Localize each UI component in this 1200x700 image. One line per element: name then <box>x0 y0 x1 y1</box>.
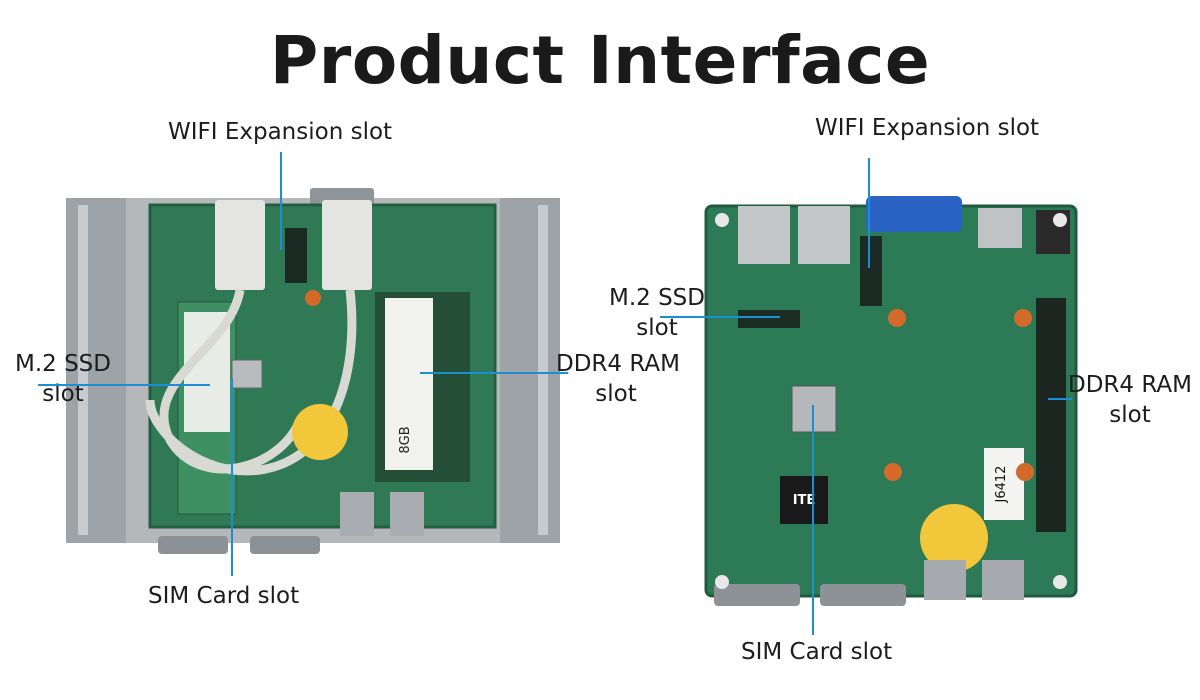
page-title: Product Interface <box>269 22 931 99</box>
right-m2-label-line2: slot <box>636 315 678 341</box>
right-vga-port <box>866 196 962 232</box>
left-ddr4-pointer <box>420 372 568 374</box>
right-sim-slot <box>791 385 837 433</box>
left-wifi-pointer <box>280 152 282 250</box>
right-sim-callout: SIM Card slot <box>741 639 893 665</box>
left-ram-label: 8GB <box>398 426 413 453</box>
right-ddr4-label-line2: slot <box>1109 402 1151 428</box>
right-sticker-label: J6412 <box>994 466 1009 504</box>
left-sim-pointer <box>231 378 233 576</box>
left-ddr4-callout: DDR4 RAM slot <box>556 349 680 409</box>
right-ddr4-label-line1: DDR4 RAM <box>1068 372 1192 398</box>
right-wifi-callout: WIFI Expansion slot <box>815 115 1040 141</box>
left-ddr4-label-line2: slot <box>595 381 637 407</box>
left-sim-slot <box>231 359 263 389</box>
left-ddr4-label-line1: DDR4 RAM <box>556 351 680 377</box>
left-sim-callout: SIM Card slot <box>148 583 300 609</box>
right-wifi-pointer <box>868 158 870 268</box>
right-m2-slot <box>738 310 800 328</box>
right-m2-pointer <box>660 316 780 318</box>
left-wifi-slot <box>285 228 307 283</box>
right-ddr4-callout: DDR4 RAM slot <box>1068 370 1192 430</box>
left-m2-callout: M.2 SSD slot <box>8 349 118 409</box>
right-m2-callout: M.2 SSD slot <box>600 283 714 343</box>
right-pcb <box>706 206 1076 596</box>
right-ddr4-pointer <box>1048 398 1072 400</box>
right-sticker <box>984 448 1024 520</box>
left-wifi-callout: WIFI Expansion slot <box>168 119 393 145</box>
right-m2-label-line1: M.2 SSD <box>608 285 705 311</box>
right-chip-label: ITE <box>793 493 816 508</box>
left-m2-label-line1: M.2 SSD <box>14 351 111 377</box>
right-ddr4-slot <box>1036 298 1066 532</box>
right-wifi-slot <box>860 236 882 306</box>
right-sim-pointer <box>812 405 814 635</box>
right-ite-chip <box>780 476 828 524</box>
left-m2-pointer <box>38 384 210 386</box>
